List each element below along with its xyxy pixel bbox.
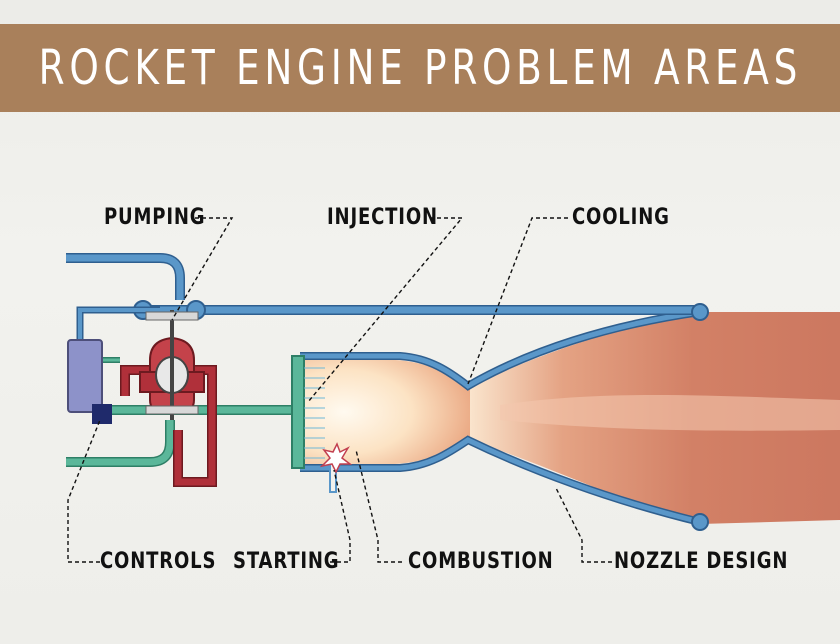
chamber-bottom-wall-inner <box>300 437 701 525</box>
label-controls: CONTROLS <box>100 549 217 574</box>
nozzle-top-manifold <box>691 303 709 321</box>
leader-starting <box>330 469 351 563</box>
spark-icon <box>319 442 353 474</box>
chamber-fill <box>302 360 470 464</box>
controller-valve <box>92 404 112 424</box>
leader-pumping <box>171 217 234 321</box>
label-combustion: COMBUSTION <box>408 549 554 574</box>
oxidizer-inlet-pipe <box>66 420 175 467</box>
leader-injection <box>307 217 464 403</box>
leader-combustion <box>355 449 402 563</box>
leader-cooling <box>467 217 568 385</box>
fuel-inlet-pipe <box>66 253 185 300</box>
injector-spray <box>304 367 325 459</box>
diagram-title: ROCKET ENGINE PROBLEM AREAS <box>38 40 802 96</box>
label-injection: INJECTION <box>327 205 438 230</box>
leader-lines <box>67 217 612 563</box>
leader-controls <box>67 419 101 563</box>
controller-box <box>67 339 103 413</box>
label-nozzle-design: NOZZLE DESIGN <box>614 549 789 574</box>
leader-nozzle <box>555 487 612 563</box>
label-starting: STARTING <box>233 549 340 574</box>
injector-plate <box>291 355 305 469</box>
chamber-top-wall-inner <box>300 309 701 390</box>
plume-highlight <box>500 395 840 431</box>
title-banner: ROCKET ENGINE PROBLEM AREAS <box>0 24 840 112</box>
label-cooling: COOLING <box>572 205 670 230</box>
nozzle-bottom-manifold <box>691 513 709 531</box>
label-pumping: PUMPING <box>104 205 206 230</box>
